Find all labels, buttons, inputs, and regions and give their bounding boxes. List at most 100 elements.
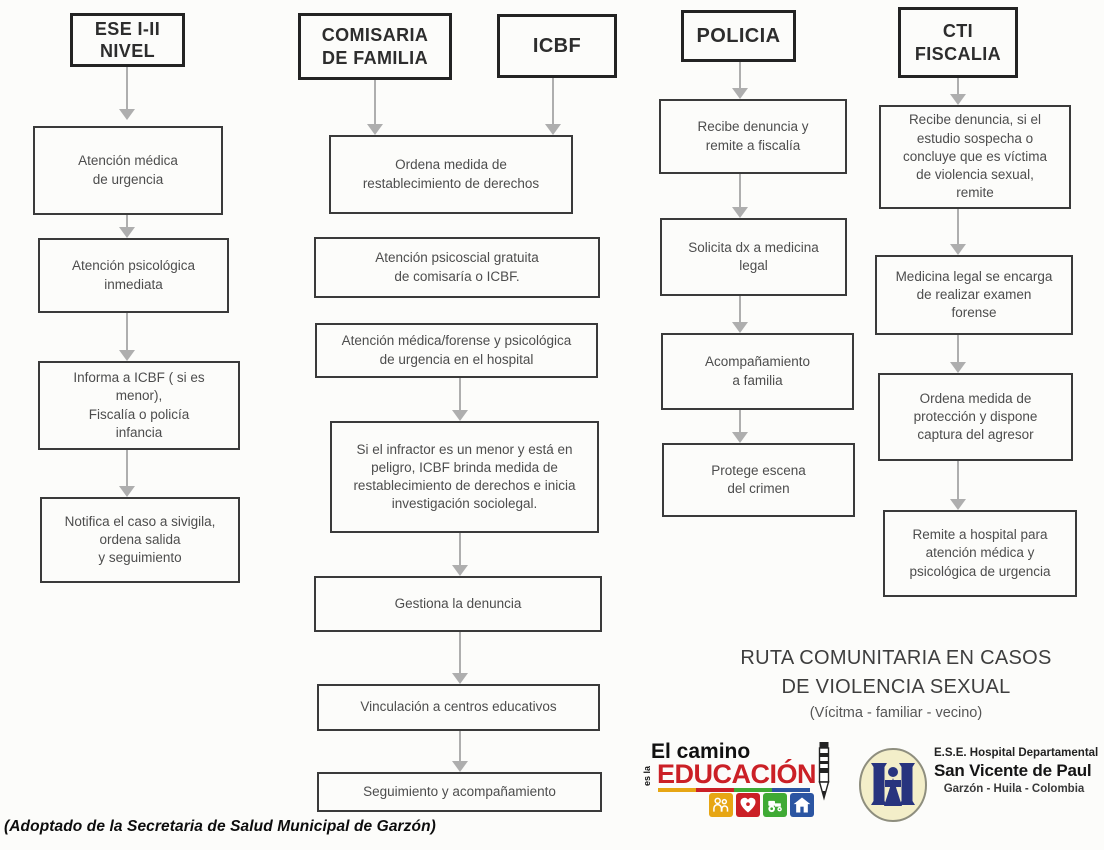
flow-arrow (545, 78, 561, 135)
flow-arrow (119, 67, 135, 120)
arrow-stem (459, 632, 461, 674)
arrow-head (732, 432, 748, 443)
hospital-logo: E.S.E. Hospital Departamental San Vicent… (856, 742, 1102, 830)
flow-arrow (452, 632, 468, 684)
arrow-stem (957, 335, 959, 363)
flow-arrow (119, 215, 135, 238)
ruta-comunitaria-subtitle: (Vícitma - familiar - vecino) (809, 705, 983, 721)
box-comisaria-ordena-medida: Ordena medida de restablecimiento de der… (329, 135, 573, 214)
flow-arrow (119, 450, 135, 497)
box-comisaria-seguimiento: Seguimiento y acompañamiento (317, 772, 602, 812)
box-policia-recibe-denuncia: Recibe denuncia y remite a fiscalía (659, 99, 847, 174)
flow-arrow (950, 335, 966, 373)
box-cti-remite-hospital: Remite a hospital para atención médica y… (883, 510, 1077, 597)
box-ese-atencion-medica: Atención médica de urgencia (33, 126, 223, 215)
arrow-head (950, 362, 966, 373)
arrow-head (119, 227, 135, 238)
arrow-head (732, 322, 748, 333)
tractor-icon (763, 793, 787, 817)
arrow-head (452, 565, 468, 576)
arrow-head (950, 499, 966, 510)
arrow-head (452, 410, 468, 421)
flow-arrow (950, 209, 966, 255)
box-policia-protege-escena: Protege escena del crimen (662, 443, 855, 517)
flow-arrow (452, 533, 468, 576)
family-icon (709, 793, 733, 817)
arrow-head (950, 244, 966, 255)
box-ese-informa-icbf: Informa a ICBF ( si es menor), Fiscalía … (38, 361, 240, 450)
box-cti-recibe-denuncia: Recibe denuncia, si el estudio sospecha … (879, 105, 1071, 209)
arrow-head (732, 207, 748, 218)
health-heart-icon (736, 793, 760, 817)
box-policia-solicita-dx: Solicita dx a medicina legal (660, 218, 847, 296)
house-icon (790, 793, 814, 817)
box-comisaria-infractor-menor: Si el infractor es un menor y está en pe… (330, 421, 599, 533)
arrow-head (119, 486, 135, 497)
ruta-comunitaria-title: RUTA COMUNITARIA EN CASOS DE VIOLENCIA S… (740, 647, 1052, 698)
arrow-stem (126, 215, 128, 228)
box-ese-atencion-psicologica: Atención psicológica inmediata (38, 238, 229, 313)
arrow-head (119, 109, 135, 120)
flow-arrow (367, 80, 383, 135)
arrow-head (119, 350, 135, 361)
flow-arrow (732, 410, 748, 443)
pencil-icon (816, 741, 832, 806)
arrow-stem (126, 313, 128, 351)
box-comisaria-atencion-psicosocial: Atención psicoscial gratuita de comisarí… (314, 237, 600, 298)
header-cti-fiscalia: CTI FISCALIA (898, 7, 1018, 78)
educacion-logo-main-text: EDUCACIÓN (657, 759, 817, 789)
bar-red (696, 788, 734, 792)
flow-arrow (950, 78, 966, 105)
bar-blue (772, 788, 810, 792)
box-comisaria-vinculacion-centros: Vinculación a centros educativos (317, 684, 600, 731)
box-comisaria-gestiona-denuncia: Gestiona la denuncia (314, 576, 602, 632)
box-comisaria-atencion-medica-forense: Atención médica/forense y psicológica de… (315, 323, 598, 378)
hospital-h-icon (858, 746, 928, 829)
hospital-line2: San Vicente de Paul (934, 761, 1092, 780)
box-policia-acompanamiento: Acompañamiento a familia (661, 333, 854, 410)
arrow-stem (957, 461, 959, 500)
header-ese: ESE I-II NIVEL (70, 13, 185, 67)
hospital-line3: Garzón - Huila - Colombia (943, 783, 1085, 795)
arrow-stem (552, 78, 554, 125)
arrow-stem (957, 78, 959, 95)
source-caption: (Adoptado de la Secretaria de Salud Muni… (4, 818, 436, 835)
arrow-stem (126, 67, 128, 110)
arrow-stem (374, 80, 376, 125)
hospital-line1: E.S.E. Hospital Departamental (934, 747, 1099, 759)
flow-arrow (119, 313, 135, 361)
flow-arrow (732, 62, 748, 99)
arrow-head (452, 761, 468, 772)
box-cti-medicina-legal: Medicina legal se encarga de realizar ex… (875, 255, 1073, 335)
arrow-head (732, 88, 748, 99)
educacion-color-bar (658, 788, 810, 792)
arrow-stem (459, 378, 461, 411)
box-cti-ordena-proteccion: Ordena medida de protección y dispone ca… (878, 373, 1073, 461)
flow-arrow (452, 731, 468, 772)
header-comisaria-de-familia: COMISARIA DE FAMILIA (298, 13, 452, 80)
flow-arrow (732, 174, 748, 218)
arrow-stem (459, 533, 461, 566)
arrow-head (452, 673, 468, 684)
arrow-stem (739, 410, 741, 433)
arrow-stem (739, 174, 741, 208)
educacion-logo-top-text: El camino (651, 740, 751, 763)
arrow-head (545, 124, 561, 135)
flow-arrow (950, 461, 966, 510)
arrow-stem (126, 450, 128, 487)
arrow-stem (739, 296, 741, 323)
hospital-logo-text: E.S.E. Hospital Departamental San Vicent… (934, 747, 1100, 795)
educacion-logo: El camino es la EDUCACIÓN (642, 740, 845, 828)
arrow-stem (957, 209, 959, 245)
flow-arrow (732, 296, 748, 333)
header-icbf: ICBF (497, 14, 617, 78)
arrow-head (950, 94, 966, 105)
box-ese-notifica-sivigila: Notifica el caso a sivigila, ordena sali… (40, 497, 240, 583)
arrow-head (367, 124, 383, 135)
bar-yellow (658, 788, 696, 792)
flow-arrow (452, 378, 468, 421)
educacion-logo-vertical-text: es la (642, 765, 653, 787)
educacion-icon-row (709, 793, 814, 817)
bar-green (734, 788, 772, 792)
